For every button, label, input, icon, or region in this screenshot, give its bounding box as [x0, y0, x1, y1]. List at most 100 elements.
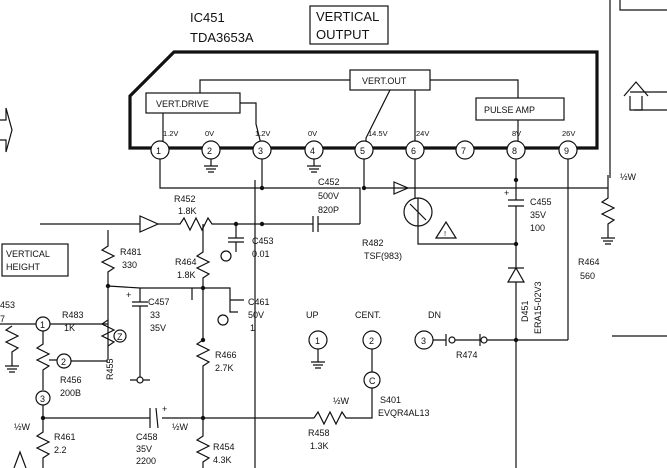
junction	[259, 221, 265, 227]
svg-text:6: 6	[411, 146, 416, 156]
c461-value-1: 50V	[248, 310, 264, 320]
svg-text:0V: 0V	[205, 129, 214, 138]
wire	[130, 318, 150, 381]
c458-ref: C458	[136, 432, 158, 442]
switch-common	[363, 371, 381, 389]
r456-value: 200B	[60, 388, 81, 398]
c458-capacitor	[149, 407, 159, 429]
svg-text:1: 1	[156, 146, 161, 156]
vertical-height-line-1: VERTICAL	[6, 249, 50, 259]
c455-value-2: 100	[530, 223, 545, 233]
arrow-shape	[623, 81, 649, 111]
d451-ref: D451	[520, 300, 530, 322]
r481-value: 330	[122, 260, 137, 270]
marker	[480, 336, 488, 344]
c455-value-1: 35V	[530, 210, 546, 220]
r484-ref: R464	[175, 257, 197, 267]
junction	[361, 185, 367, 191]
warning-triangle	[434, 220, 458, 239]
half-watt-label: ½W	[172, 422, 189, 432]
ic-function-line-1: VERTICAL	[316, 9, 379, 24]
vert-out-label: VERT.OUT	[362, 76, 407, 86]
r452-value: 1.8K	[178, 206, 197, 216]
left-edge-label: 7	[0, 314, 5, 324]
c457-value-1: 33	[150, 310, 160, 320]
junction	[259, 185, 265, 191]
half-watt-label: ½W	[14, 422, 31, 432]
r482-body	[409, 198, 427, 226]
r484-value: 1.8K	[177, 270, 196, 280]
dn-label: DN	[428, 310, 441, 320]
svg-text:1.2V: 1.2V	[163, 129, 178, 138]
arrow-marker	[393, 181, 410, 195]
buffer-triangle	[139, 215, 160, 233]
test-marker-label: Z	[117, 332, 123, 342]
svg-text:14.5V: 14.5V	[368, 129, 388, 138]
r455-ref: R455	[105, 358, 115, 380]
left-arrow-shape	[0, 107, 13, 153]
c461-value-2: 1	[250, 323, 255, 333]
test-marker	[220, 250, 232, 262]
ic-pin: 1 1.2V	[150, 129, 178, 160]
ic-pin: 7	[455, 140, 475, 160]
r453-resistor	[4, 325, 20, 373]
half-watt-label: ½W	[333, 396, 350, 406]
c461-ref: C461	[248, 297, 270, 307]
r458-value: 1.3K	[310, 441, 329, 451]
r481-resistor	[100, 230, 116, 286]
ic-part-label: TDA3653A	[190, 30, 254, 45]
marker	[136, 376, 144, 384]
up-label: UP	[306, 310, 319, 320]
r474-ref: R474	[456, 350, 478, 360]
ic-pin: 4 0V	[304, 129, 324, 160]
test-point-label: 3	[40, 394, 45, 404]
c453-ref: C453	[252, 236, 274, 246]
svg-text:9: 9	[564, 146, 569, 156]
r464-resistor	[600, 188, 616, 245]
switch-point-label: 3	[421, 336, 426, 346]
wire	[609, 0, 667, 178]
c455-capacitor	[508, 199, 524, 244]
ground-symbol	[204, 159, 218, 173]
test-marker	[217, 314, 229, 326]
r484-resistor	[195, 224, 211, 288]
internal-wire	[365, 89, 391, 148]
c461-capacitor	[229, 299, 244, 313]
r481-ref: R481	[120, 247, 142, 257]
switch-point-label: 2	[369, 336, 374, 346]
half-watt-label: ½W	[620, 172, 637, 182]
c452-value-2: 820P	[318, 205, 339, 215]
r452-resistor	[158, 216, 262, 232]
c457-ref: C457	[148, 297, 170, 307]
internal-wire	[430, 79, 519, 98]
ic-pin: 9 26V	[558, 129, 578, 160]
ic-pin: 2 0V	[201, 129, 221, 160]
r483-ref: R483	[62, 310, 84, 320]
c457-plus: +	[126, 290, 131, 300]
vertical-height-line-2: HEIGHT	[6, 262, 41, 272]
r466-ref: R466	[215, 350, 237, 360]
ic-function-line-2: OUTPUT	[316, 27, 370, 42]
ground-symbol	[307, 159, 321, 173]
ic-function-box	[309, 5, 389, 45]
svg-text:7: 7	[461, 146, 466, 156]
r458-ref: R458	[308, 428, 330, 438]
svg-text:1.2V: 1.2V	[255, 129, 270, 138]
s401-ref: S401	[380, 395, 401, 405]
c458-value-1: 35V	[136, 444, 152, 454]
test-point-label: 2	[61, 357, 66, 367]
r464-ref: R464	[578, 257, 600, 267]
svg-text:3: 3	[258, 146, 263, 156]
c458-plus: +	[162, 404, 167, 414]
internal-wire	[199, 79, 350, 93]
pulse-amp-block	[475, 97, 565, 121]
r453-ref: 453	[0, 300, 15, 310]
c453-value: 0.01	[252, 249, 270, 259]
vert-drive-label: VERT.DRIVE	[156, 99, 209, 109]
c457-capacitor	[132, 288, 148, 318]
r464-value: 560	[580, 271, 595, 281]
svg-text:5: 5	[360, 146, 365, 156]
r454-ref: R454	[213, 442, 235, 452]
c452-capacitor	[262, 216, 360, 232]
